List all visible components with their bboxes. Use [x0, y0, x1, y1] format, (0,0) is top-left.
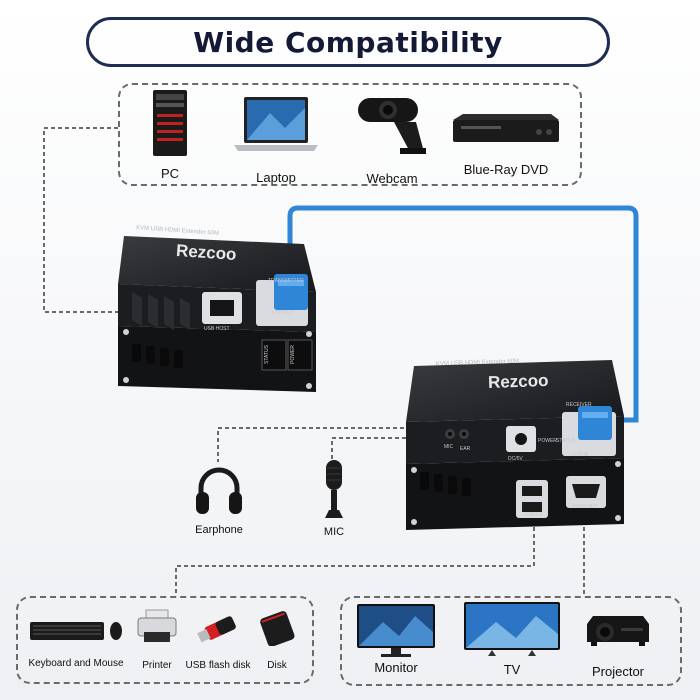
source-bluray-label: Blue-Ray DVD — [463, 162, 549, 177]
laptop-icon — [234, 97, 318, 151]
receiver-utp-plug — [578, 406, 612, 440]
audio-mic-label: MIC — [323, 526, 345, 538]
transmitter-panel-label: TRANSMITTER — [268, 278, 304, 284]
usb-disk: Disk — [254, 610, 300, 671]
receiver-hdmi-label: HDMI OUT — [573, 504, 598, 510]
usb-keyboard-mouse: Keyboard and Mouse — [28, 614, 124, 669]
usb-flash-disk-label: USB flash disk — [185, 660, 251, 671]
monitor-icon — [357, 604, 435, 657]
source-to-transmitter-line — [43, 127, 196, 313]
hard-disk-icon — [260, 611, 295, 646]
usb-flash-icon — [197, 616, 236, 643]
audio-earphone: Earphone — [186, 462, 252, 536]
display-monitor-label: Monitor — [374, 660, 418, 675]
receiver-to-usb-devices-line — [175, 520, 535, 596]
microphone-icon — [325, 460, 343, 518]
usb-disk-label: Disk — [267, 660, 287, 671]
receiver-utp-label: UTP IN — [572, 452, 589, 458]
transmitter-brand-logo: Rezcoo — [175, 240, 238, 265]
usb-printer-label: Printer — [142, 660, 172, 671]
receiver-brand-logo: Rezcoo — [487, 370, 549, 393]
source-pc: PC — [140, 88, 200, 181]
source-webcam-label: Webcam — [366, 171, 418, 186]
receiver-ear-label: EAR — [460, 446, 471, 452]
page-title: Wide Compatibility — [193, 25, 503, 59]
display-projector: Projector — [580, 608, 656, 679]
source-pc-label: PC — [160, 166, 180, 181]
projector-icon — [587, 616, 649, 646]
display-monitor: Monitor — [350, 602, 442, 675]
receiver-to-earphone-line — [217, 427, 446, 462]
transmitter-device — [118, 236, 316, 392]
source-bluray: Blue-Ray DVD — [448, 110, 564, 177]
displays-group — [340, 596, 682, 686]
transmitter-usb-label: USB HOST — [204, 326, 230, 332]
receiver-status-label: STATUS — [556, 438, 575, 444]
webcam-icon — [358, 98, 426, 154]
receiver-power-label: POWER — [538, 438, 557, 444]
receiver-device — [406, 360, 624, 530]
tv-icon — [464, 602, 560, 656]
receiver-panel-label: RECEIVER — [566, 402, 592, 408]
transmitter-power-label: POWER — [290, 345, 296, 364]
display-projector-label: Projector — [591, 664, 645, 679]
transmitter-status-label: STATUS — [264, 345, 270, 364]
source-webcam: Webcam — [350, 92, 434, 186]
utp-cable-line — [287, 205, 639, 423]
display-tv-label: TV — [503, 662, 521, 677]
source-laptop-label: Laptop — [256, 170, 296, 185]
usb-keyboard-mouse-label: Keyboard and Mouse — [28, 658, 124, 669]
usb-devices-group — [16, 596, 314, 684]
headphones-icon — [196, 467, 242, 514]
receiver-dc-label: DC/5V — [508, 456, 523, 462]
usb-printer: Printer — [134, 608, 180, 671]
sources-group — [118, 83, 582, 186]
transmitter-utp-label: UTP OUT — [272, 310, 294, 316]
audio-earphone-label: Earphone — [195, 524, 243, 536]
display-tv: TV — [460, 600, 564, 677]
pc-tower-icon — [153, 90, 187, 156]
bluray-player-icon — [453, 114, 559, 142]
title-banner: Wide Compatibility — [86, 17, 610, 67]
source-laptop: Laptop — [226, 93, 326, 185]
usb-flash-disk: USB flash disk — [185, 612, 251, 671]
receiver-usb-label: USB1/2 — [525, 512, 543, 518]
audio-mic: MIC — [312, 458, 356, 538]
receiver-mic-label: MIC — [444, 444, 454, 450]
printer-icon — [137, 609, 177, 642]
keyboard-mouse-icon — [30, 622, 122, 640]
